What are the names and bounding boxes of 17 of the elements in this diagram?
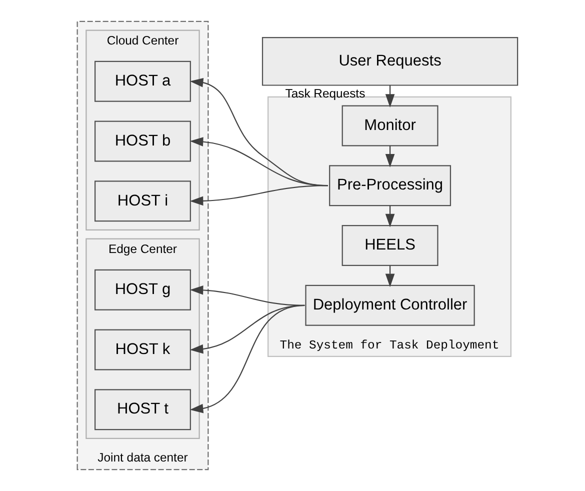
arrow <box>384 206 394 228</box>
node-box: Deployment Controller <box>304 284 474 326</box>
node-box: Pre-Processing <box>328 165 451 206</box>
arrow <box>189 304 304 414</box>
arrow <box>384 146 394 168</box>
node-box: HEELS <box>341 224 438 266</box>
node-box: HOST a <box>94 60 190 102</box>
node-box: Monitor <box>341 105 438 146</box>
node-box: User Requests <box>261 37 518 86</box>
node-box: HOST k <box>94 329 190 370</box>
node-box: HOST g <box>94 269 190 310</box>
node-box: HOST b <box>94 120 190 162</box>
arrow <box>189 185 328 206</box>
node-box: HOST i <box>94 180 190 222</box>
arrow <box>384 85 394 108</box>
node-box: HOST t <box>94 389 190 430</box>
arrow <box>384 265 394 288</box>
